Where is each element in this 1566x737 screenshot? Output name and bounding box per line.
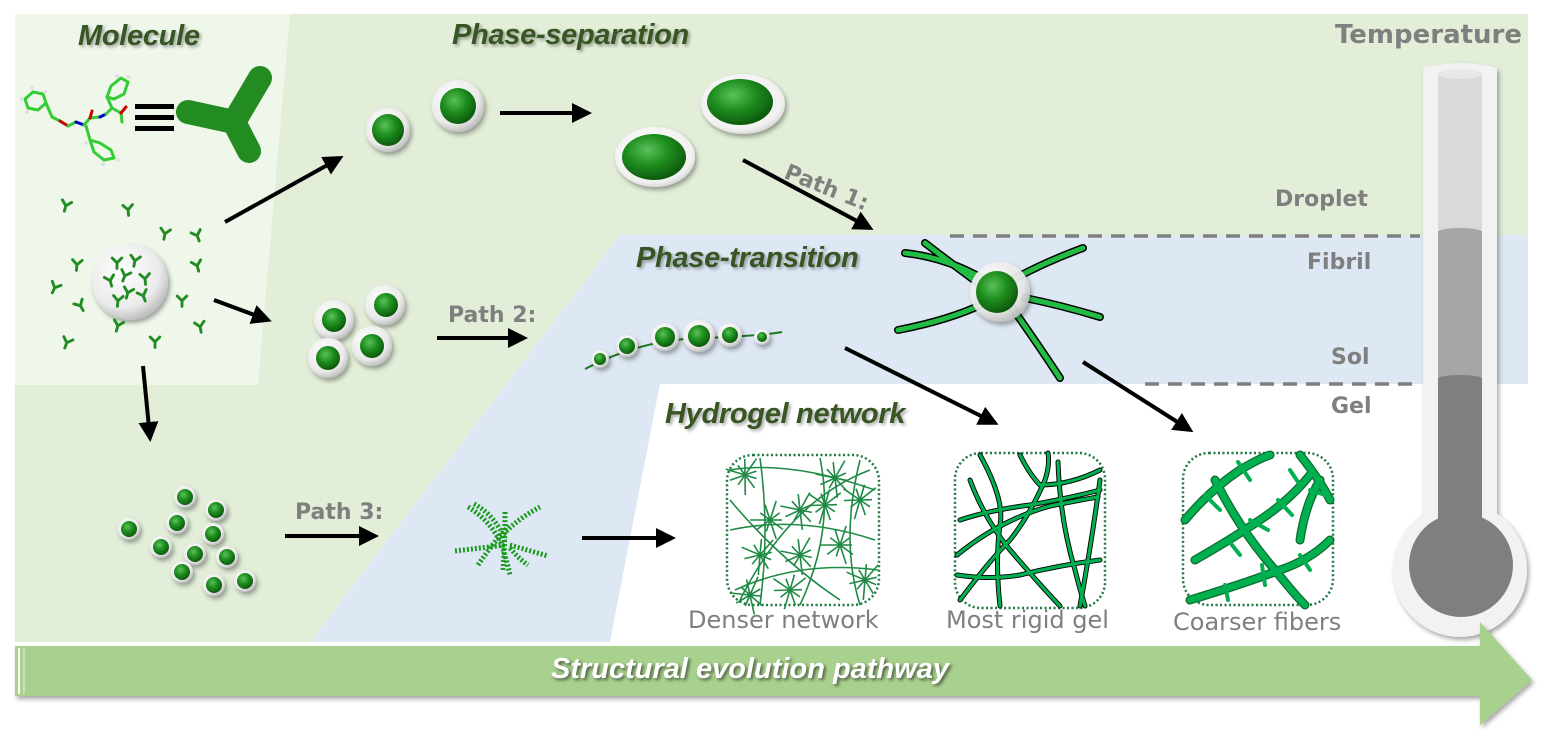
outcome-label-coarser-fibers: Coarser fibers — [1173, 608, 1341, 636]
bead — [174, 486, 196, 508]
bead — [216, 546, 238, 568]
coarser-fibers-box — [1183, 453, 1333, 605]
state-label-gel: Gel — [1331, 394, 1372, 419]
equivalence-icon — [135, 104, 174, 131]
path2-label: Path 2: — [448, 303, 536, 328]
state-label-droplet: Droplet — [1275, 187, 1368, 212]
bead — [203, 574, 225, 596]
outcome-label-most-rigid-gel: Most rigid gel — [946, 606, 1109, 634]
bead — [171, 561, 193, 583]
section-title-molecule: Molecule — [78, 20, 200, 53]
network-branch — [774, 590, 790, 591]
denser-network-box — [726, 455, 879, 615]
state-label-sol: Sol — [1331, 345, 1370, 370]
bead — [202, 523, 224, 545]
temperature-label: Temperature — [1335, 20, 1522, 50]
bead — [205, 499, 227, 521]
section-title-phase-separation: Phase-separation — [452, 19, 689, 52]
thermometer-fibril-sol-segment — [1438, 231, 1482, 381]
outcome-label-denser-network: Denser network — [688, 606, 879, 634]
banner-label: Structural evolution pathway — [551, 653, 949, 686]
bead — [118, 518, 140, 540]
region-molecule — [15, 14, 290, 385]
path3-label: Path 3: — [295, 500, 383, 525]
thermometer-bulb — [1409, 513, 1513, 617]
thermometer-droplet-segment — [1438, 72, 1482, 234]
bead — [184, 543, 206, 565]
state-label-fibril: Fibril — [1307, 250, 1371, 275]
most-rigid-gel-box — [955, 453, 1105, 608]
section-title-phase-transition: Phase-transition — [636, 242, 858, 275]
section-title-hydrogel-network: Hydrogel network — [665, 398, 905, 431]
bead — [150, 536, 172, 558]
bead — [234, 570, 256, 592]
bead — [166, 512, 188, 534]
